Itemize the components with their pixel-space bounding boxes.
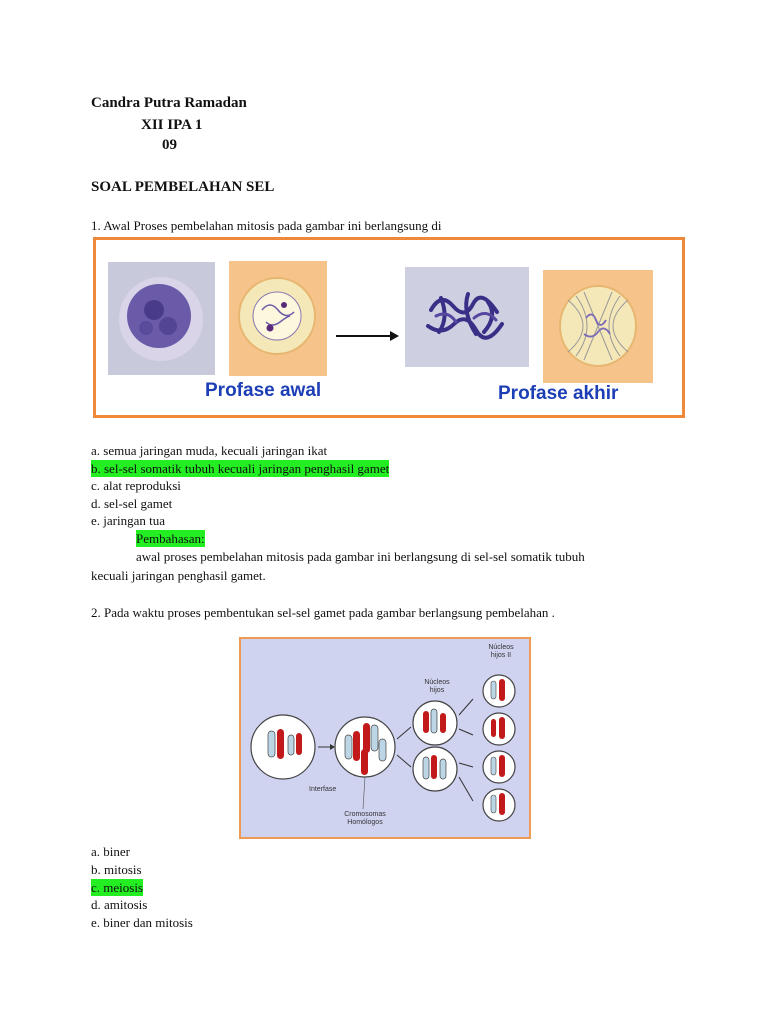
figure-prophase: Profase awal Profase akhir bbox=[93, 237, 685, 418]
q2-option-d[interactable]: d. amitosis bbox=[91, 897, 148, 912]
q1-option-b-correct[interactable]: b. sel-sel somatik tubuh kecuali jaringa… bbox=[91, 460, 390, 477]
q1-option-d[interactable]: d. sel-sel gamet bbox=[91, 496, 173, 511]
q1-explanation-line1: awal proses pembelahan mitosis pada gamb… bbox=[136, 549, 585, 564]
q2-option-e[interactable]: e. biner dan mitosis bbox=[91, 915, 193, 930]
label-profase-akhir: Profase akhir bbox=[498, 383, 619, 404]
q2-option-a[interactable]: a. biner bbox=[91, 844, 130, 859]
student-class: XII IPA 1 bbox=[141, 117, 203, 133]
question-2-text: 2. Pada waktu proses pembentukan sel-sel… bbox=[91, 605, 555, 620]
q1-explanation-line2: kecuali jaringan penghasil gamet. bbox=[91, 568, 266, 583]
student-name: Candra Putra Ramadan bbox=[91, 95, 247, 111]
q1-option-c[interactable]: c. alat reproduksi bbox=[91, 478, 181, 493]
label-nucleos-hijos-ii: Núcleos hijos II bbox=[488, 644, 514, 659]
label-interfase: Interfase bbox=[309, 786, 337, 793]
q1-explanation-label: Pembahasan: bbox=[136, 530, 205, 547]
figure-meiosis: Núcleos hijos Núcleos hijos II Interfase… bbox=[239, 637, 531, 839]
q2-option-b[interactable]: b. mitosis bbox=[91, 862, 142, 877]
student-number: 09 bbox=[162, 137, 177, 153]
question-1-text: 1. Awal Proses pembelahan mitosis pada g… bbox=[91, 218, 442, 233]
label-nucleos-hijos: Núcleos hijos bbox=[424, 679, 450, 694]
q2-option-c-correct[interactable]: c. meiosis bbox=[91, 879, 143, 896]
document-title: SOAL PEMBELAHAN SEL bbox=[91, 179, 275, 195]
q1-option-a[interactable]: a. semua jaringan muda, kecuali jaringan… bbox=[91, 443, 328, 458]
label-cromosomas-homologos: Cromosomas Homólogos bbox=[344, 811, 386, 826]
label-profase-awal: Profase awal bbox=[205, 380, 322, 401]
q1-option-e[interactable]: e. jaringan tua bbox=[91, 513, 165, 528]
